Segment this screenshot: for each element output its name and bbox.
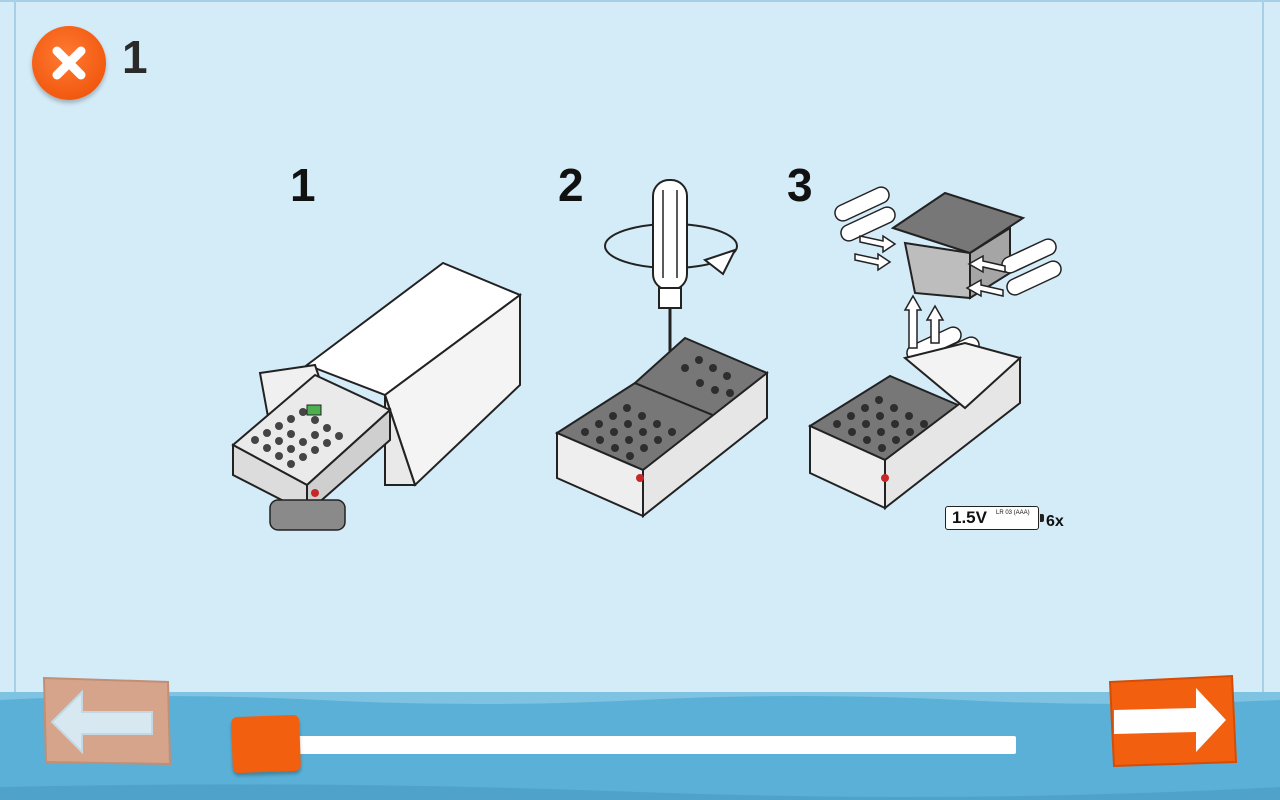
step-1-illustration [231,261,523,531]
close-button[interactable] [32,26,106,100]
wave-decoration [0,692,1280,800]
battery-count: 6x [1046,513,1064,530]
battery-spec-label: 1.5V LR 03 (AAA) [945,506,1044,530]
close-x-icon [52,46,86,80]
frame-right-line [1262,0,1264,700]
step-number-1: 1 [290,159,316,211]
arrow-right-icon [1114,688,1226,752]
battery-type: LR 03 (AAA) [996,510,1030,516]
step-2-illustration [555,179,769,519]
bottom-navigation-bar [0,692,1280,800]
step-number-2: 2 [558,159,584,211]
back-button[interactable] [40,672,172,773]
page-number: 1 [122,31,148,83]
arrow-left-icon [50,689,153,755]
frame-left-line [14,0,16,700]
battery-voltage: 1.5V [952,508,987,527]
progress-slider-thumb[interactable] [231,714,301,774]
step-3-illustration [807,186,1062,511]
next-button[interactable] [1108,672,1238,773]
step-number-3: 3 [787,159,813,211]
progress-track[interactable] [270,736,1016,754]
frame-top-line [0,0,1280,2]
